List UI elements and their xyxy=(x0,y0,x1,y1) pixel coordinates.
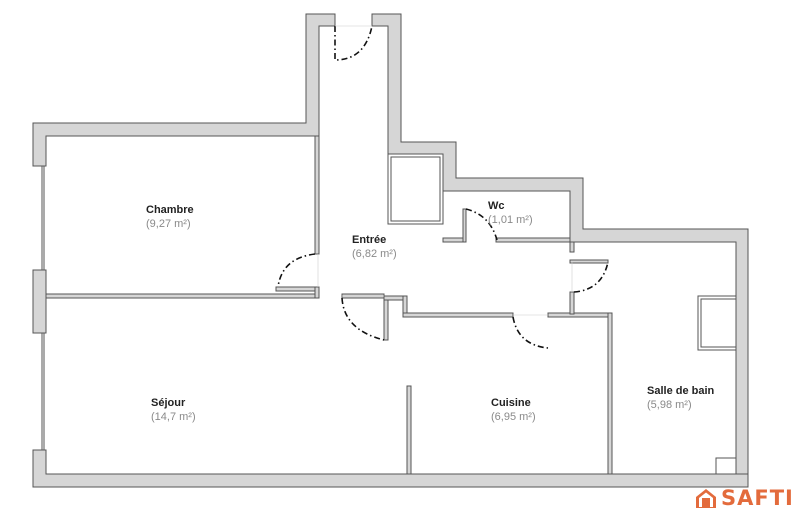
room-area: (5,98 m²) xyxy=(647,399,692,411)
room-name: Wc xyxy=(488,200,505,212)
room-label-sejour: Séjour (14,7 m²) xyxy=(151,396,196,424)
room-label-entree: Entrée (6,82 m²) xyxy=(352,233,397,261)
room-name: Séjour xyxy=(151,397,186,409)
windows xyxy=(41,166,45,450)
interior-walls xyxy=(45,135,737,475)
room-name: Salle de bain xyxy=(647,385,715,397)
room-name: Chambre xyxy=(146,204,194,216)
room-area: (1,01 m²) xyxy=(488,214,533,226)
room-label-cuisine: Cuisine (6,95 m²) xyxy=(491,396,536,424)
room-area: (14,7 m²) xyxy=(151,411,196,423)
logo-text: SAFTI xyxy=(721,486,794,510)
room-label-chambre: Chambre (9,27 m²) xyxy=(146,203,194,231)
room-area: (6,95 m²) xyxy=(491,411,536,423)
doors xyxy=(277,25,609,349)
room-label-salle-de-bain: Salle de bain (5,98 m²) xyxy=(647,384,714,412)
room-name: Cuisine xyxy=(491,397,531,409)
house-icon xyxy=(696,489,716,508)
room-area: (9,27 m²) xyxy=(146,218,191,230)
room-area: (6,82 m²) xyxy=(352,248,397,260)
door-openings xyxy=(317,25,573,316)
room-label-wc: Wc (1,01 m²) xyxy=(488,199,533,227)
room-name: Entrée xyxy=(352,234,387,246)
safti-logo: SAFTI xyxy=(694,486,794,510)
